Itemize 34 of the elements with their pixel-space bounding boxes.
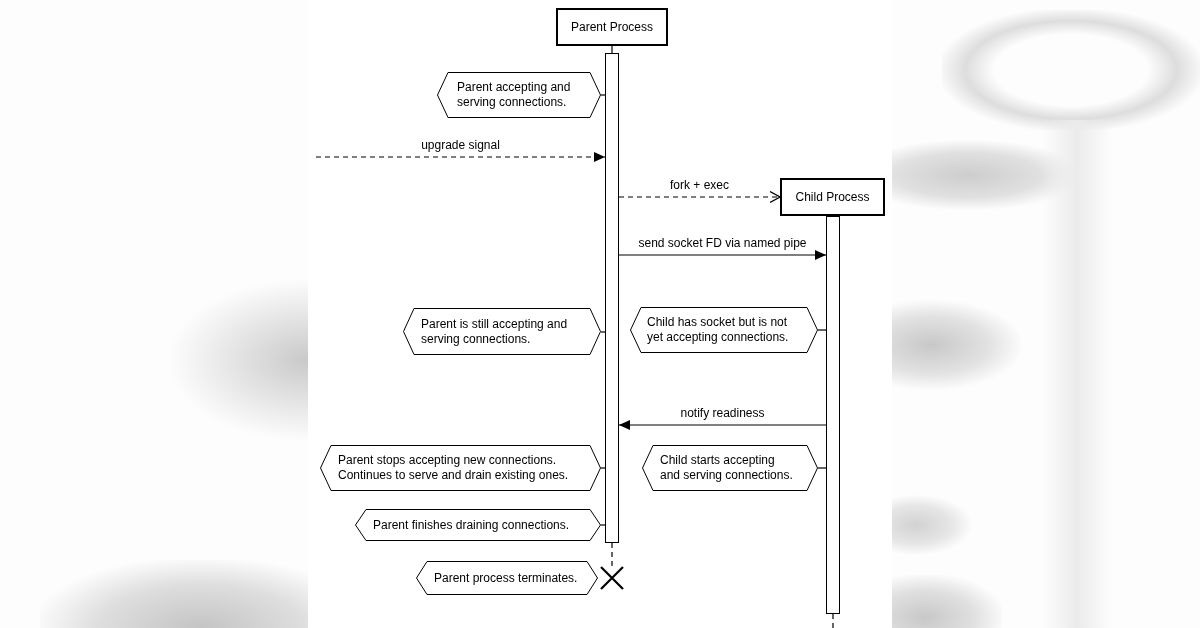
note-hexagon (403, 308, 601, 355)
note-hexagon (642, 445, 818, 491)
participant-box (556, 8, 668, 46)
note-text: Parent stops accepting new connections. Continues to serve and drain existing ones. (338, 453, 570, 483)
message-arrow (618, 420, 827, 430)
note-hexagon (437, 72, 601, 118)
participant-box (780, 178, 885, 216)
note-text: Child starts accepting and serving connections. (660, 453, 794, 483)
note-text: Parent accepting and serving connections. (457, 80, 572, 110)
note-hexagon (320, 445, 601, 491)
message-arrow (618, 250, 827, 260)
activation-bar (826, 216, 840, 614)
connector-line (600, 94, 606, 96)
participant-label: Parent Process (570, 19, 653, 35)
connector-line (600, 331, 606, 333)
note-text: Child has socket but is not yet accepting connections. (647, 315, 790, 345)
lifeline (611, 542, 613, 567)
note-text: Parent finishes draining connections. (373, 517, 571, 533)
connector-line (817, 467, 827, 469)
participant-label: Child Process (795, 189, 870, 205)
note-text: Parent process terminates. (434, 570, 579, 586)
cross-icon (600, 566, 624, 590)
connector-line (600, 524, 606, 526)
activation-bar (605, 53, 619, 543)
note-text: Parent is still accepting and serving connections. (421, 316, 569, 347)
lifeline (611, 45, 613, 54)
note-hexagon (416, 561, 598, 595)
message-arrow (315, 152, 606, 162)
note-hexagon (355, 509, 601, 541)
connector-line (817, 329, 827, 331)
connector-line (600, 467, 606, 469)
lifeline (832, 613, 834, 628)
message-arrow (618, 190, 781, 204)
note-hexagon (630, 307, 818, 353)
